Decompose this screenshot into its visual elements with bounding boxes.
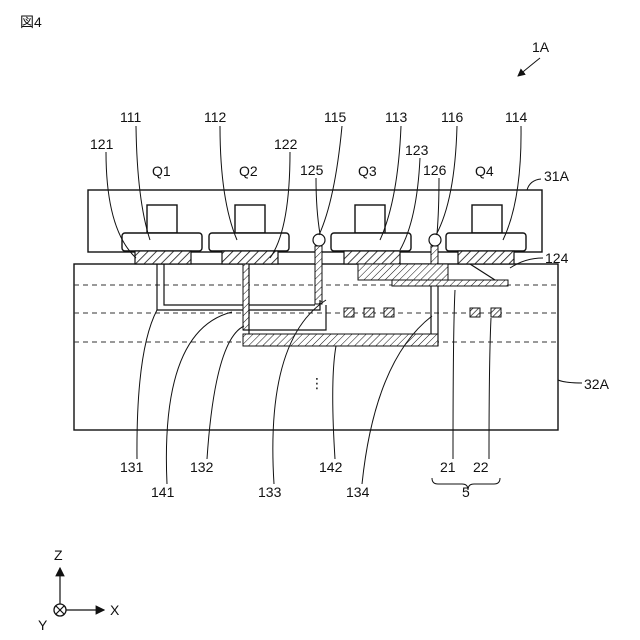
assembly-label: 1A [532,39,550,55]
q1-chip [147,205,177,233]
label-121: 121 [90,136,114,152]
label-141: 141 [151,484,175,500]
label-124: 124 [545,250,569,266]
label-112: 112 [204,109,227,125]
q3-electrode [331,233,411,251]
label-116: 116 [441,109,464,125]
q4-pad [458,251,514,264]
q2-chip [235,205,265,233]
label-q3: Q3 [358,163,377,179]
q3-chip [355,205,385,233]
q2-pad [222,251,278,264]
label-125: 125 [300,162,324,178]
assembly-arrow [518,58,540,76]
x-axis-label: X [110,602,120,618]
label-113: 113 [385,109,408,125]
label-142: 142 [319,459,343,475]
label-114: 114 [505,109,528,125]
label-134: 134 [346,484,370,500]
label-q1: Q1 [152,163,171,179]
ellipsis: ⋮ [310,375,324,391]
label-32a: 32A [584,376,610,392]
label-q2: Q2 [239,163,258,179]
q3-pad [344,251,400,264]
q2-electrode [209,233,289,251]
coordinate-axes: Z X Y [38,547,120,633]
label-q4: Q4 [475,163,494,179]
via-21 [470,308,480,317]
label-31a: 31A [544,168,570,184]
label-21: 21 [440,459,456,475]
z-axis-label: Z [54,547,63,563]
q1-electrode [122,233,202,251]
label-122: 122 [274,136,298,152]
via-row-middle [344,308,394,317]
label-133: 133 [258,484,282,500]
label-132: 132 [190,459,214,475]
q4-electrode [446,233,526,251]
figure-label: 図4 [20,14,42,30]
q4-chip [472,205,502,233]
label-123: 123 [405,142,429,158]
y-axis-label: Y [38,617,48,633]
via-22 [491,308,501,317]
label-115: 115 [324,109,347,125]
label-22: 22 [473,459,489,475]
label-126: 126 [423,162,447,178]
label-131: 131 [120,459,144,475]
label-111: 111 [120,109,141,125]
q1-pad [135,251,191,264]
